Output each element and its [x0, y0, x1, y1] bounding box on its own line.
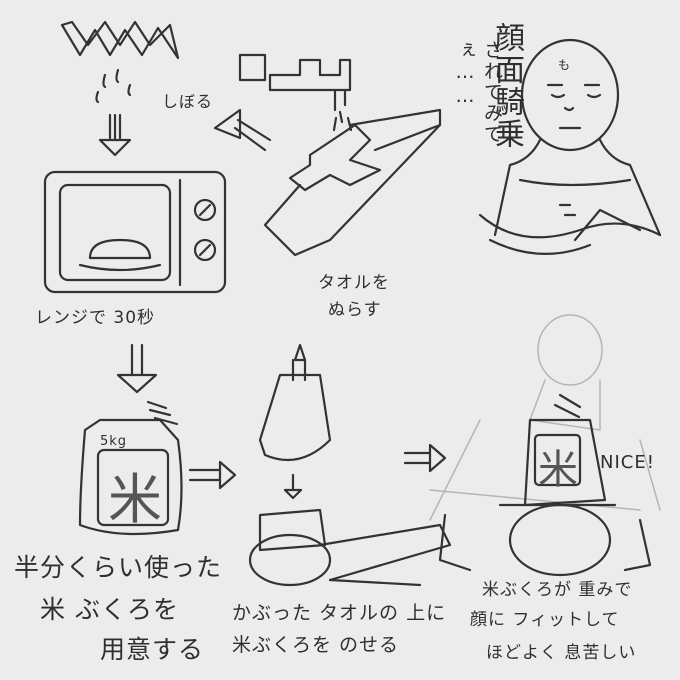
- result-scene-figure: [429, 314, 661, 577]
- result-label-1: 米ぶくろが 重みで: [482, 580, 633, 600]
- prepare-label-3: 用意する: [100, 635, 205, 664]
- microwave-label: レンジで 30秒: [35, 308, 156, 328]
- hanging-bag-icon: [258, 343, 332, 500]
- arrow-diagonal-icon: [213, 108, 272, 152]
- speech-line-1: 顔面騎乗: [489, 22, 524, 150]
- bag-weight-label: 5kg: [100, 434, 128, 449]
- wet-towel-icon: [263, 108, 442, 257]
- result-label-3: ほどよく 息苦しい: [486, 643, 637, 663]
- arrow-down-icon: [98, 113, 132, 157]
- wrung-towel-icon: [60, 20, 180, 104]
- wring-label: しぼる: [162, 92, 214, 111]
- rice-bag-icon: [78, 400, 183, 536]
- faucet-icon: [238, 53, 353, 132]
- arrow-down-icon-2: [116, 343, 158, 394]
- place-label-1: かぶった タオルの 上に: [232, 602, 447, 624]
- wet-towel-label-2: ぬらす: [328, 300, 382, 320]
- prepare-label-1: 半分くらい使った: [14, 553, 223, 582]
- forehead-mark: も: [558, 58, 572, 72]
- place-label-2: 米ぶくろを のせる: [232, 634, 400, 656]
- microwave-icon: [43, 170, 227, 294]
- prepare-label-2: 米 ぶくろを: [40, 595, 179, 624]
- bag-char-label: 米: [108, 468, 163, 531]
- nice-label: NICE!: [600, 452, 655, 473]
- arrow-right-icon-2: [403, 443, 447, 473]
- wet-towel-label-1: タオルを: [318, 273, 390, 293]
- bag-char-label-2: 米: [538, 447, 579, 493]
- man-figure: [478, 38, 662, 255]
- result-label-2: 顔に フィットして: [470, 610, 620, 630]
- arrow-right-icon: [188, 460, 237, 490]
- speech-line-2: されてみてぇ……: [454, 40, 503, 145]
- lying-person-figure: [248, 508, 452, 587]
